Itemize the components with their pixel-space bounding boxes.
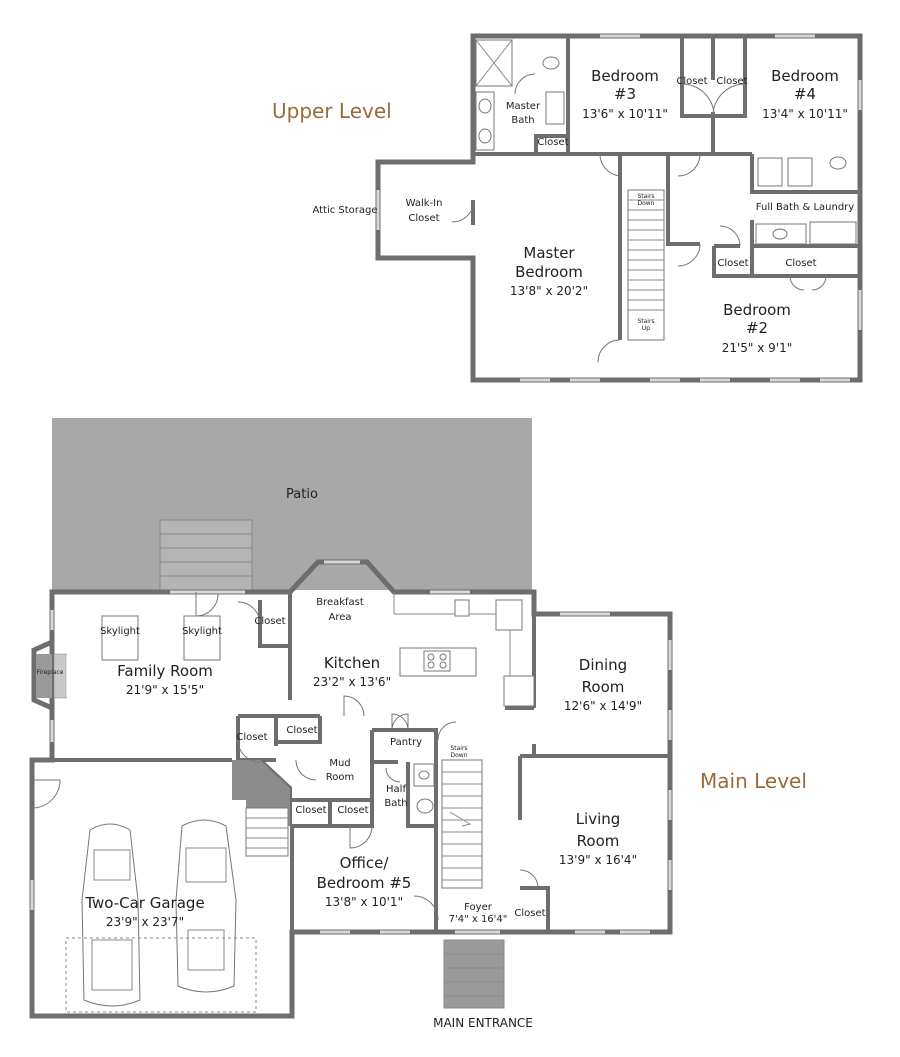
garage-stairs [232, 760, 290, 857]
master-bedroom-dimensions: 13'8" x 20'2" [510, 284, 588, 298]
patio-label: Patio [286, 487, 318, 502]
foyer-closet-label: Closet [514, 908, 545, 919]
main-level-label: Main Level [700, 769, 807, 793]
fridge-icon [454, 599, 470, 617]
upper-level: Upper Level Bedroom #3 13'6" x 10'11" Be… [272, 33, 863, 383]
bedroom3-number: #3 [614, 85, 636, 103]
main-level: Patio Breakfast Area Kitchen 23'2" x 13'… [29, 418, 807, 1030]
mud-closet-label-b: Closet [286, 725, 317, 736]
car-icon [81, 823, 141, 1007]
upper-stairs-down-label-2: Down [637, 200, 654, 207]
mud-room-label-2: Room [326, 772, 354, 783]
washer-icon [757, 157, 783, 187]
bedroom4-name: Bedroom [771, 67, 839, 85]
kitchen-name: Kitchen [324, 654, 380, 672]
bedroom2-name: Bedroom [723, 301, 791, 319]
patio-steps [159, 519, 253, 591]
living-label-2: Room [577, 832, 620, 850]
skylight-label-1: Skylight [100, 626, 140, 637]
main-stairs [441, 759, 483, 889]
walkin-closet-label-1: Walk-In [406, 198, 443, 209]
upper-closet-label-b: Closet [785, 258, 816, 269]
skylight-label-2: Skylight [182, 626, 222, 637]
office-closet-label-a: Closet [295, 805, 326, 816]
bedroom3-dimensions: 13'6" x 10'11" [582, 107, 668, 121]
family-room-dimensions: 21'9" x 15'5" [126, 683, 204, 697]
bedroom2-dimensions: 21'5" x 9'1" [722, 341, 793, 355]
living-label-1: Living [576, 810, 621, 828]
foyer-name: Foyer [464, 902, 493, 913]
patio-area [52, 418, 532, 590]
skylight-icon [183, 615, 221, 661]
car-icon [175, 819, 237, 993]
fireplace-label: Fireplace [37, 669, 64, 676]
upper-stairs-up-label-1: Stairs [637, 318, 654, 325]
upper-stairs-down-label-1: Stairs [637, 193, 654, 200]
upper-closet-label-a: Closet [717, 258, 748, 269]
full-bath-laundry-label: Full Bath & Laundry [756, 202, 855, 213]
main-entrance-label: MAIN ENTRANCE [433, 1016, 533, 1030]
toilet-icon [542, 56, 560, 70]
fireplace-icon [36, 654, 52, 698]
dryer-icon [787, 157, 813, 187]
tub-icon [545, 91, 565, 125]
breakfast-label-2: Area [328, 612, 351, 623]
office-closet-label-b: Closet [337, 805, 368, 816]
upper-stairs-up-label-2: Up [642, 325, 650, 332]
range-counter-icon [503, 675, 535, 707]
office-dimensions: 13'8" x 10'1" [325, 895, 403, 909]
family-room-name: Family Room [117, 662, 213, 680]
bedroom4-number: #4 [794, 85, 816, 103]
mud-closet-label-a: Closet [236, 732, 267, 743]
front-steps [443, 939, 505, 1009]
main-stairs-down-label-2: Down [450, 752, 467, 759]
kitchen-sink-icon [495, 599, 523, 631]
foyer-dimensions: 7'4" x 16'4" [449, 914, 508, 925]
half-bath-label-1: Half [386, 784, 406, 795]
master-bath-label-2: Bath [511, 115, 534, 126]
master-bedroom-label-2: Bedroom [515, 263, 583, 281]
dining-label-2: Room [582, 678, 625, 696]
master-bath-closet-label: Closet [537, 137, 568, 148]
pantry-label: Pantry [390, 737, 422, 748]
main-stairs-down-label-1: Stairs [450, 745, 467, 752]
master-bath-label-1: Master [506, 101, 541, 112]
garage-name: Two-Car Garage [84, 894, 204, 912]
attic-storage-label: Attic Storage [312, 205, 377, 216]
kitchen-dimensions: 23'2" x 13'6" [313, 675, 391, 689]
office-label-1: Office/ [340, 854, 390, 872]
shower-icon [809, 221, 857, 245]
walkin-closet-label-2: Closet [408, 213, 439, 224]
toilet-icon [829, 156, 847, 170]
toilet-icon [416, 798, 434, 814]
mud-room-label-1: Mud [329, 758, 350, 769]
bedroom3-name: Bedroom [591, 67, 659, 85]
half-bath-label-2: Bath [384, 798, 407, 809]
bedroom4-dimensions: 13'4" x 10'11" [762, 107, 848, 121]
office-label-2: Bedroom #5 [317, 874, 412, 892]
family-closet-label: Closet [254, 616, 285, 627]
master-bedroom-label-1: Master [523, 244, 575, 262]
bedroom2-number: #2 [746, 319, 768, 337]
dining-dimensions: 12'6" x 14'9" [564, 699, 642, 713]
breakfast-label-1: Breakfast [316, 597, 364, 608]
bedroom3-closet-label: Closet [676, 76, 707, 87]
bedroom4-closet-label: Closet [716, 76, 747, 87]
cooktop-icon [423, 650, 451, 672]
living-dimensions: 13'9" x 16'4" [559, 853, 637, 867]
skylight-icon [101, 615, 139, 661]
upper-stairs [627, 189, 665, 341]
garage-dimensions: 23'9" x 23'7" [106, 915, 184, 929]
upper-level-label: Upper Level [272, 99, 392, 123]
dining-label-1: Dining [579, 656, 627, 674]
